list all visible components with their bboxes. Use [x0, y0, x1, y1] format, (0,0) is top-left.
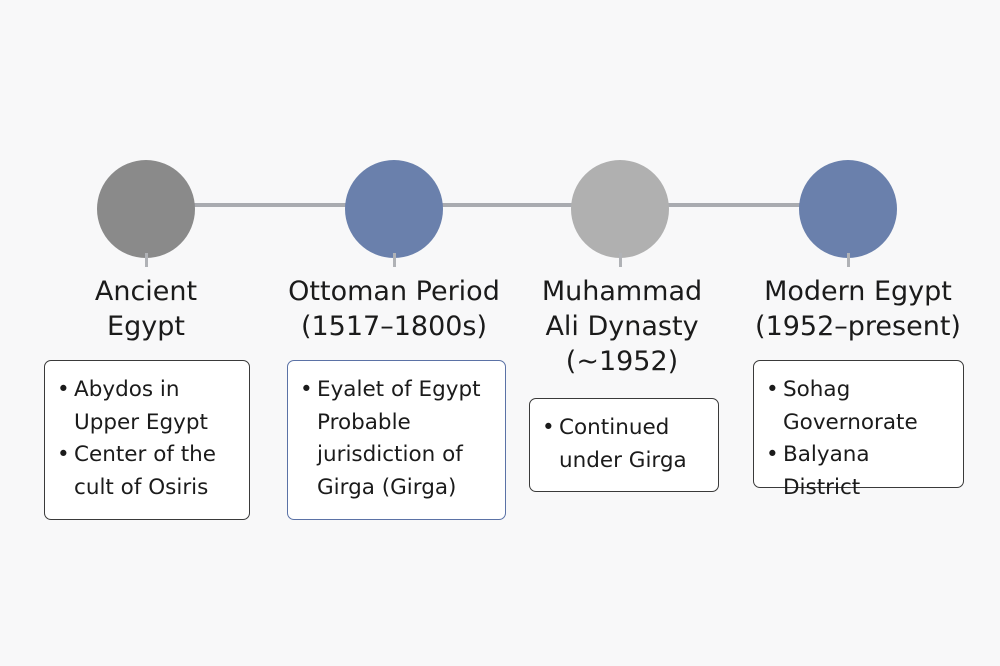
period-title-muhammad-ali-dynasty: Muhammad Ali Dynasty (~1952) [541, 276, 703, 377]
period-bullet: Eyalet of Egypt Probable jurisdiction of… [300, 374, 493, 504]
timeline-node-modern-egypt [799, 160, 897, 258]
timeline-node-muhammad-ali-dynasty [571, 160, 669, 258]
timeline-stem [145, 253, 148, 267]
period-bullet: Continued under Girga [542, 412, 706, 477]
period-title-modern-egypt: Modern Egypt (1952–present) [755, 276, 961, 342]
period-title-ancient-egypt: Ancient Egypt [94, 276, 198, 342]
timeline-node-ottoman-period [345, 160, 443, 258]
timeline-stem [847, 253, 850, 267]
timeline-node-ancient-egypt [97, 160, 195, 258]
period-bullet: Sohag Governorate [766, 374, 951, 439]
timeline-connector [194, 203, 347, 207]
period-card-modern-egypt: Sohag Governorate Balyana District [753, 360, 964, 500]
period-card-ancient-egypt: Abydos in Upper Egypt Center of the cult… [44, 360, 250, 520]
timeline-stem [393, 253, 396, 267]
timeline-stem [619, 253, 622, 267]
period-card-ottoman-period: Eyalet of Egypt Probable jurisdiction of… [287, 360, 506, 520]
period-bullet: Center of the cult of Osiris [57, 439, 237, 504]
timeline-connector [668, 203, 800, 207]
period-bullet: Balyana District [766, 439, 951, 504]
period-bullet: Abydos in Upper Egypt [57, 374, 237, 439]
period-card-muhammad-ali-dynasty: Continued under Girga [529, 398, 719, 492]
period-title-ottoman-period: Ottoman Period (1517–1800s) [288, 276, 500, 342]
timeline-connector [442, 203, 572, 207]
